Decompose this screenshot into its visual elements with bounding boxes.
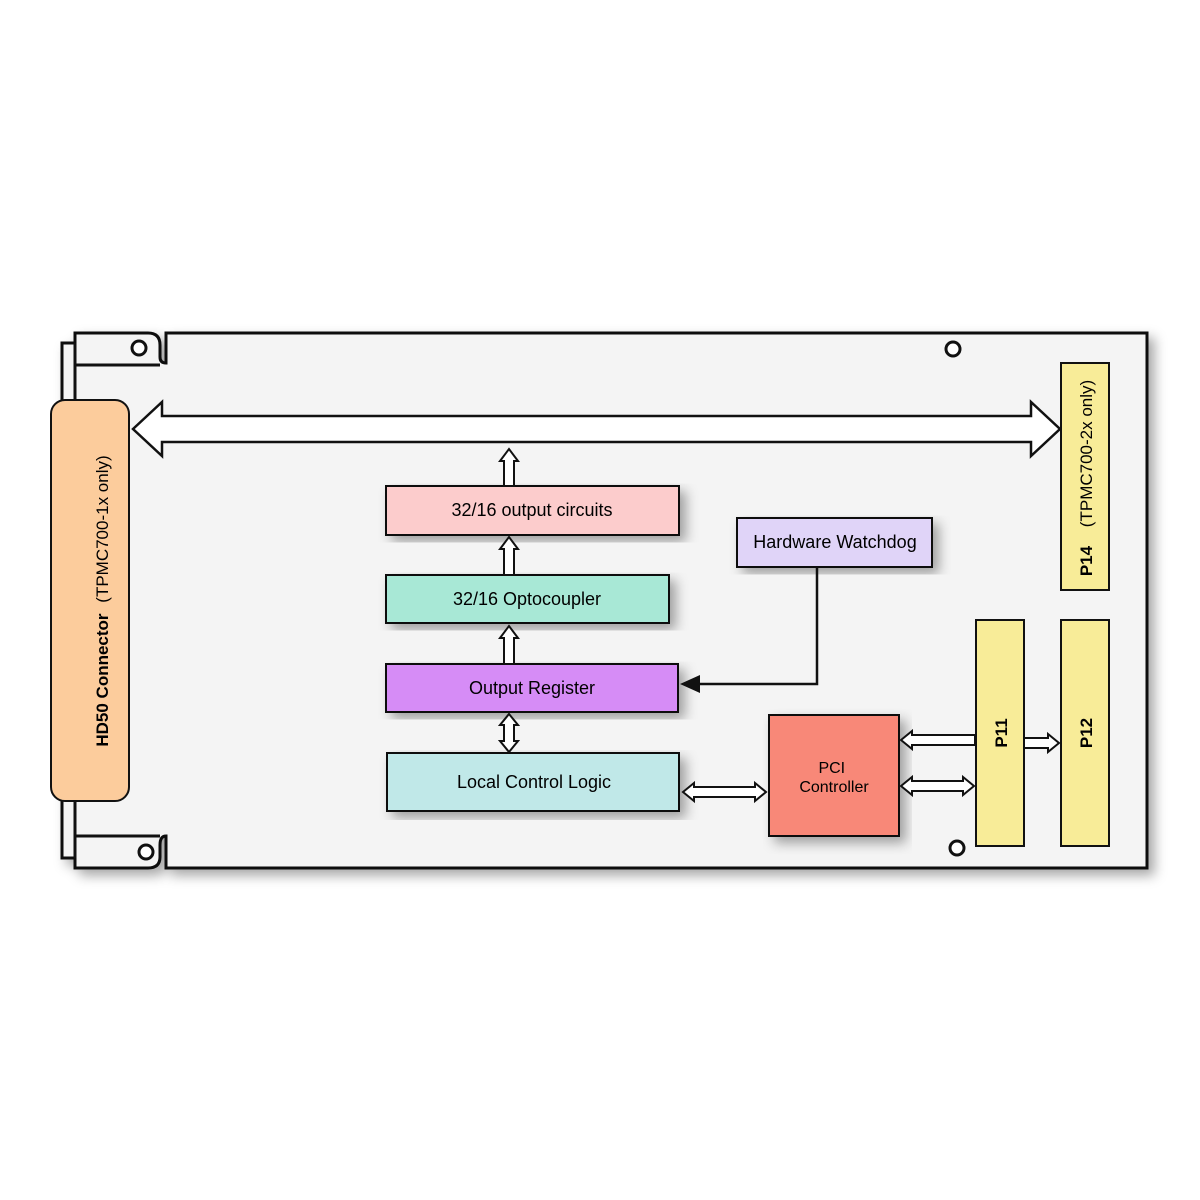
hardware-watchdog-label: Hardware Watchdog — [753, 532, 916, 552]
p11-connector-body — [975, 619, 1025, 847]
local-control-logic-block — [386, 752, 680, 812]
hd50-connector-label: HD50 Connector — [93, 613, 112, 747]
watchdog-signal-line — [698, 567, 819, 686]
svg-text:P14 (TPMC700-2x only): P14 (TPMC700-2x only) — [1077, 380, 1096, 576]
hd50-connector-note: (TPMC700-1x only) — [93, 455, 112, 602]
mounting-hole-bottom-right — [948, 839, 966, 857]
pci-controller-block — [768, 714, 900, 837]
local-control-logic-label: Local Control Logic — [457, 772, 611, 792]
p14-connector-body — [1060, 362, 1110, 591]
p12-connector-body — [1060, 619, 1110, 847]
arrow-register-to-optocoupler — [498, 624, 520, 665]
p11-connector: P11 — [975, 619, 1025, 847]
pci-controller-box — [768, 714, 900, 837]
arrow-pci-p11 — [899, 774, 976, 798]
arrow-local-control-pci — [681, 780, 768, 804]
p14-connector-note: (TPMC700-2x only) — [1077, 380, 1096, 527]
arrow-local-control-register — [497, 712, 521, 754]
arrow-output-circuits-to-bus — [498, 447, 520, 487]
mounting-hole-top-right — [944, 340, 962, 358]
p14-connector: P14 (TPMC700-2x only) — [1060, 362, 1110, 591]
optocoupler-box — [385, 574, 670, 624]
arrow-optocoupler-to-output-circuits — [498, 535, 520, 576]
pci-controller-label-line1: PCI — [818, 760, 845, 777]
output-register-block — [385, 663, 679, 713]
p11-connector-label: P11 — [992, 718, 1011, 747]
mounting-hole-bottom-left — [137, 843, 155, 861]
svg-text:PCI Controller: PCI Controller — [799, 760, 869, 796]
p12-connector-label: P12 — [1077, 718, 1096, 748]
local-control-logic-box — [386, 752, 680, 812]
optocoupler-block — [385, 574, 670, 624]
output-circuits-label: 32/16 output circuits — [451, 500, 612, 520]
watchdog-signal-arrowhead — [680, 675, 700, 693]
pci-controller-label-line2: Controller — [799, 779, 869, 796]
hd50-connector: HD50 Connector (TPMC700-1x only) — [50, 399, 130, 802]
output-register-box — [385, 663, 679, 713]
hd50-connector-body — [50, 399, 130, 802]
output-register-label: Output Register — [469, 678, 595, 698]
output-circuits-block — [385, 485, 680, 536]
p14-connector-label: P14 — [1077, 545, 1096, 576]
hardware-watchdog-block — [736, 517, 933, 568]
mounting-hole-top-left — [130, 339, 148, 357]
output-circuits-box — [385, 485, 680, 536]
p12-connector: P12 — [1060, 619, 1110, 847]
arrow-p11-to-p12 — [1023, 731, 1061, 755]
optocoupler-label: 32/16 Optocoupler — [453, 589, 601, 609]
svg-text:HD50 Connector (TPMC700-: HD50 Connector (TPMC700-1x only) — [93, 455, 112, 746]
hardware-watchdog-box — [736, 517, 933, 568]
arrow-p11-to-pci — [899, 728, 976, 752]
